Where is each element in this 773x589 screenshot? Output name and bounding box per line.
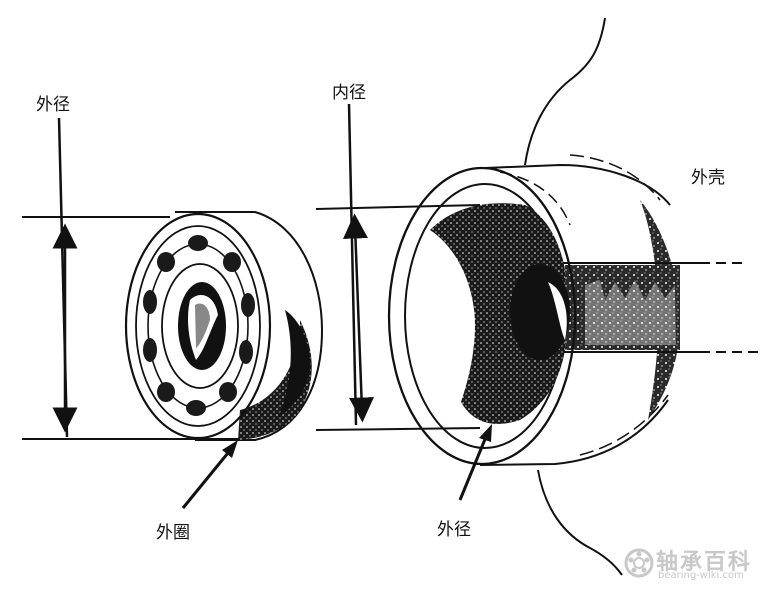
- outer-diameter-label-right: 外径: [437, 520, 471, 540]
- inner-diameter-label: 内径: [332, 83, 366, 103]
- housing-label: 外壳: [691, 168, 725, 188]
- housing-bore-pointer: [458, 424, 492, 501]
- bearing-logo-icon: [624, 548, 654, 578]
- housing: [387, 17, 760, 576]
- watermark-site-url: bearing-wiki.com: [658, 570, 744, 581]
- watermark-site-name: 轴承百科: [656, 550, 753, 575]
- watermark: 轴承百科 bearing-wiki.com: [622, 544, 770, 584]
- bearing-left: [124, 211, 324, 441]
- outer-ring-label: 外圈: [156, 523, 190, 543]
- outer-ring-pointer: [181, 440, 238, 509]
- outer-diameter-label-left: 外径: [36, 95, 70, 115]
- inner-diameter-dimension: [315, 103, 481, 431]
